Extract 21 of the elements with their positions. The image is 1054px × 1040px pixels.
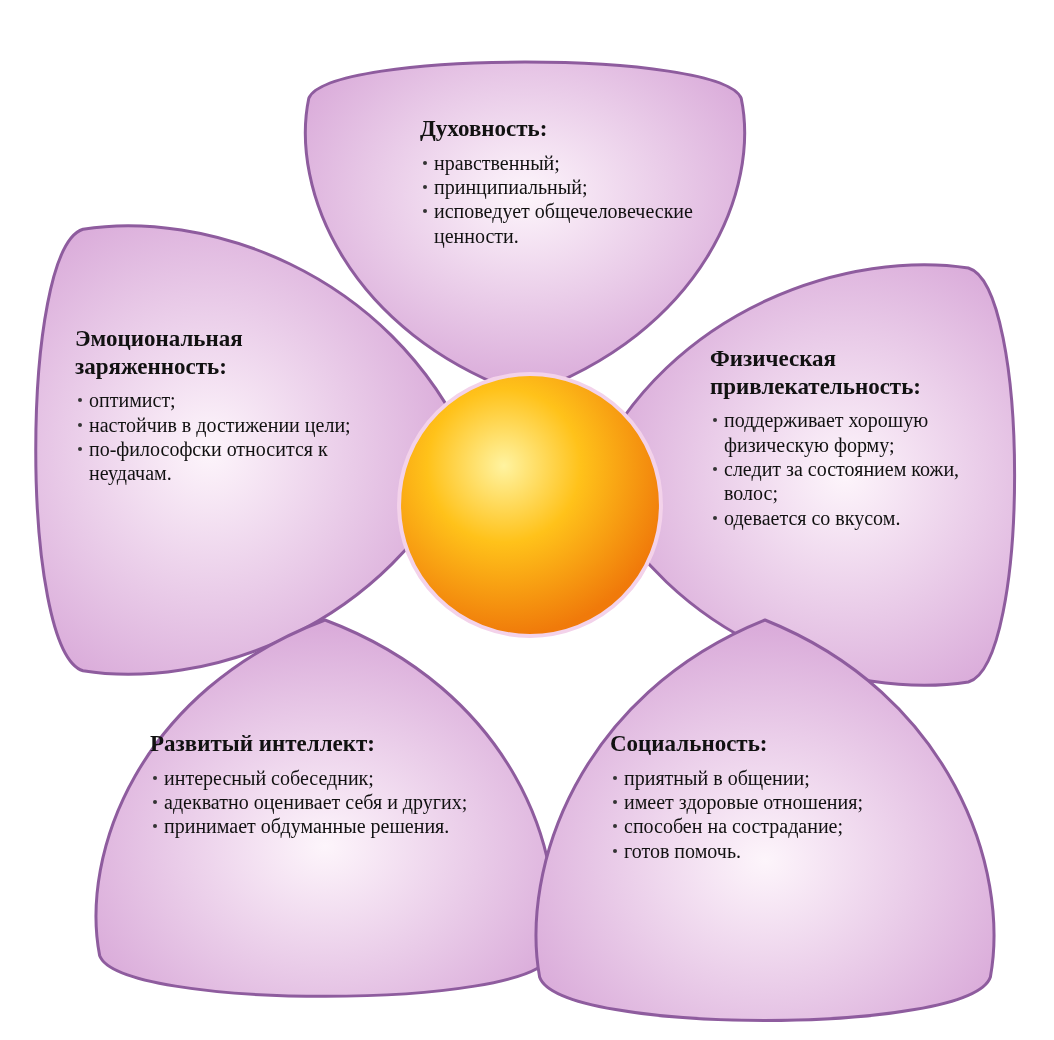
bullet-item: по-философски относится к неудачам. <box>75 436 395 486</box>
bullet-item: интересный собеседник; <box>150 765 510 790</box>
bullet-item: способен на сострадание; <box>610 814 970 839</box>
bullet-item: нравственный; <box>420 150 710 175</box>
bullet-item: имеет здоровые отношения; <box>610 790 970 815</box>
bullet-item: оптимист; <box>75 388 395 413</box>
bullet-item: одевается со вкусом. <box>710 505 1010 531</box>
bullet-item: поддерживает хорошую физическую форму; <box>710 408 1010 457</box>
bullet-item: приятный в общении; <box>610 765 970 790</box>
bullet-item: принципиальный; <box>420 175 710 200</box>
petal-heading: Социальность: <box>610 730 769 758</box>
petal-heading: Физическая привлекательность: <box>710 345 922 401</box>
petal-heading: Развитый интеллект: <box>150 730 376 758</box>
bullet-item: следит за состоянием кожи, волос; <box>710 456 1010 506</box>
bullet-item: настойчив в достижении цели; <box>75 412 395 437</box>
bullet-item: исповедует общечеловеческие ценности. <box>420 199 710 249</box>
bullet-item: принимает обдуманные решения. <box>150 814 510 839</box>
petal-heading: Эмоциональная заряженность: <box>75 325 244 381</box>
petal-heading: Духовность: <box>420 115 549 143</box>
bullet-item: адекватно оценивает себя и других; <box>150 790 510 815</box>
bullet-item: готов помочь. <box>610 838 970 864</box>
